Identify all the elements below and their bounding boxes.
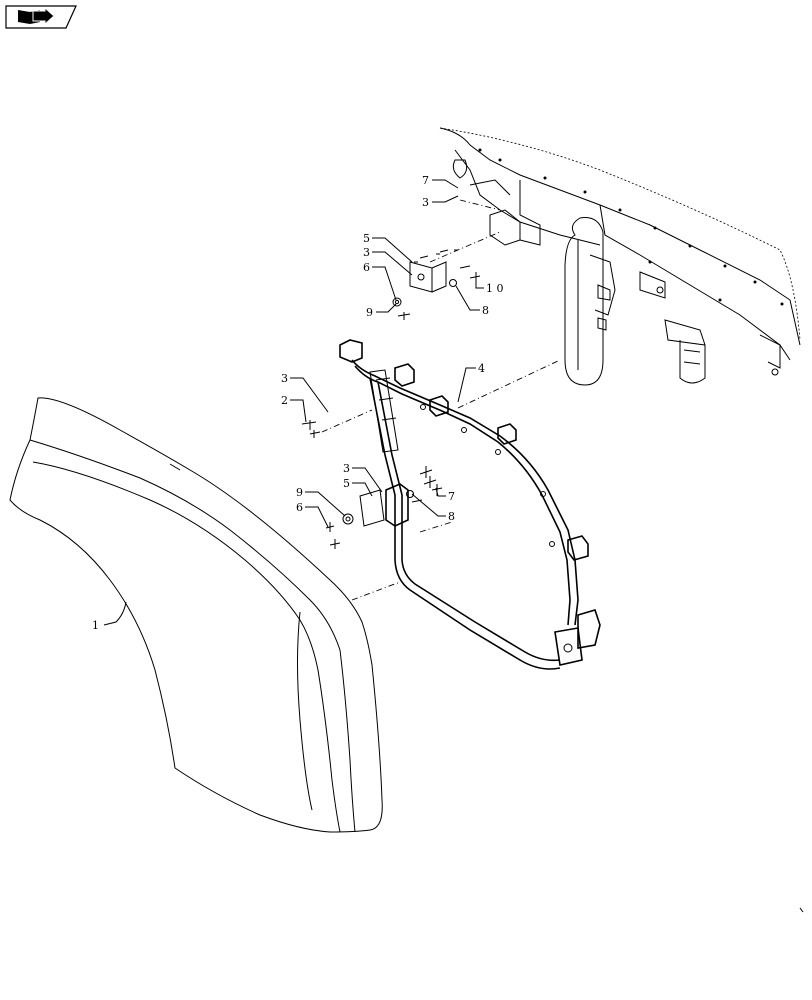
callout-8-lower: 8 <box>448 510 455 523</box>
callout-1: 1 <box>92 619 99 632</box>
callout-3-middle: 3 <box>281 372 288 385</box>
middle-fastener-group <box>301 420 443 549</box>
frame-assembly <box>439 127 801 386</box>
callout-labels: 1 7 3 5 3 6 9 8 1 0 3 2 4 3 5 9 6 7 8 <box>92 174 504 632</box>
callout-6-upper: 6 <box>363 261 370 274</box>
callout-9-lower: 9 <box>296 486 303 499</box>
corner-mark <box>799 907 804 913</box>
callout-3-upper: 3 <box>422 196 429 209</box>
callout-3-lower: 3 <box>343 462 350 475</box>
bracket-assembly <box>321 339 601 670</box>
callout-7-lower: 7 <box>448 490 455 503</box>
callout-3-upper-b: 3 <box>363 246 370 259</box>
callout-5-upper: 5 <box>363 232 370 245</box>
callout-2: 2 <box>281 394 288 407</box>
nav-button[interactable] <box>5 5 77 29</box>
arrow-book-icon <box>18 6 55 26</box>
callout-7-upper: 7 <box>422 174 429 187</box>
callout-4: 4 <box>478 362 485 375</box>
callout-8-upper: 8 <box>482 304 489 317</box>
leader-lines <box>103 179 484 626</box>
callout-5-lower: 5 <box>343 477 350 490</box>
callout-10: 1 0 <box>486 282 504 295</box>
callout-9-upper: 9 <box>366 306 373 319</box>
upper-fastener-group <box>392 199 501 320</box>
fender-panel <box>9 397 383 833</box>
callout-6-lower: 6 <box>296 501 303 514</box>
